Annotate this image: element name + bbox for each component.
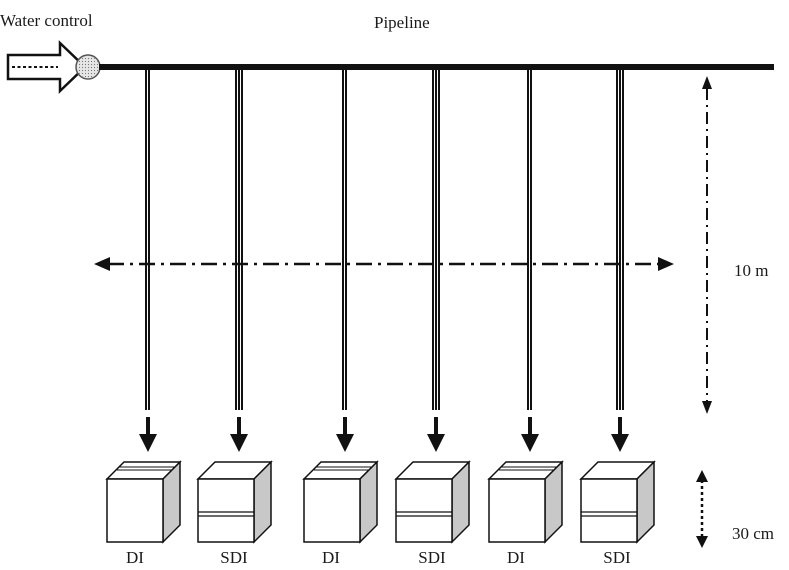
treatment-label: SDI [220, 548, 248, 567]
depth-label: 30 cm [732, 524, 775, 543]
treatment-label: SDI [418, 548, 446, 567]
treatment-label: DI [507, 548, 525, 567]
lateral-lines [145, 70, 624, 410]
water-control-label: Water control [0, 11, 93, 30]
length-label: 10 m [734, 261, 769, 280]
drip-arrow-icon [427, 417, 445, 452]
drip-arrow-icon [336, 417, 354, 452]
drip-arrow-icon [611, 417, 629, 452]
length-dimension-arrow [702, 76, 712, 414]
lateral-line-2 [235, 70, 243, 410]
soil-box-sdi [394, 460, 471, 544]
soil-box-di [487, 460, 564, 544]
lateral-line-3 [342, 70, 347, 410]
lateral-line-5 [527, 70, 532, 410]
width-dimension-arrow [94, 257, 674, 271]
soil-box-di [105, 460, 182, 544]
soil-box-sdi [579, 460, 656, 544]
drip-arrow-icon [230, 417, 248, 452]
drip-arrow-icon [139, 417, 157, 452]
treatment-label: DI [322, 548, 340, 567]
water-inlet-arrow-icon [6, 40, 87, 94]
lateral-line-4 [432, 70, 440, 410]
drip-arrows [139, 417, 629, 452]
lateral-line-6 [616, 70, 624, 410]
drip-arrow-icon [521, 417, 539, 452]
treatment-label: DI [126, 548, 144, 567]
pipeline-label: Pipeline [374, 13, 430, 32]
depth-dimension-arrow [696, 470, 708, 548]
soil-box-di [302, 460, 379, 544]
treatment-label: SDI [603, 548, 631, 567]
soil-box-sdi [196, 460, 273, 544]
soil-boxes [105, 460, 656, 544]
lateral-line-1 [145, 70, 150, 410]
